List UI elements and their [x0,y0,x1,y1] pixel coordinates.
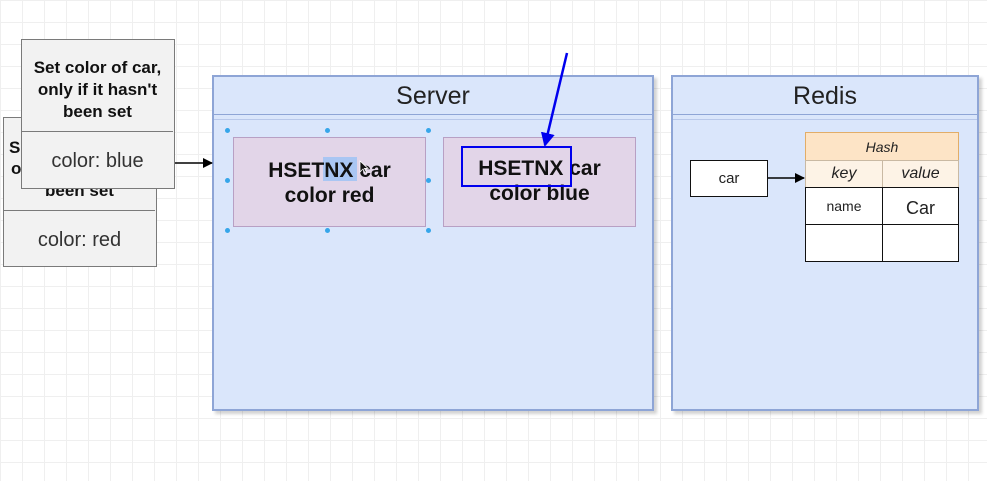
selection-handle-middle-right[interactable] [426,178,431,183]
hash-column-key-label: key [831,165,857,182]
server-title: Server [396,82,470,110]
front-note-title: Set color of car, only if it hasn't been… [33,58,162,121]
selection-handle-bottom-center[interactable] [325,228,330,233]
selection-handle-top-left[interactable] [225,128,230,133]
back-note-title-fragment-s: S [9,138,21,157]
command-hsetnx-red[interactable]: HSETNX car color red [233,137,426,227]
redis-panel-header: Redis [673,77,977,115]
hash-column-value: value [882,160,959,188]
text-selection-highlight [323,157,357,181]
redis-title: Redis [793,82,857,110]
command-hsetnx-blue-line2: color blue [489,182,590,205]
redis-key-label: car [718,170,740,187]
mouse-cursor-icon [359,160,369,174]
selection-handle-top-center[interactable] [325,128,330,133]
front-note-value: color: blue [51,150,144,172]
hash-row-2-key[interactable] [805,224,883,262]
hash-column-value-label: value [901,165,940,182]
redis-key-box[interactable]: car [690,160,768,197]
redis-inner-divider [673,119,977,120]
command-hsetnx-blue[interactable]: HSETNX car color blue [443,137,636,227]
hash-column-key: key [805,160,883,188]
command-hsetnx-red-line2: color red [284,184,375,207]
selection-handle-top-right[interactable] [426,128,431,133]
hsetnx-highlight-box [461,146,572,187]
hash-row-1-key[interactable]: name [805,187,883,225]
hash-row-2-value[interactable] [882,224,959,262]
server-panel[interactable]: Server HSETNX car color red HSETNX car c… [212,75,654,411]
hash-header-label: Hash [865,139,899,155]
front-note-divider [22,131,173,132]
annotation-pointer-arrow [540,52,569,147]
front-note-card[interactable]: Set color of car, only if it hasn't been… [21,39,175,189]
selection-handle-middle-left[interactable] [225,178,230,183]
hash-row-1-key-text: name [826,198,862,214]
back-note-title-fragment-o: o [11,159,22,178]
back-note-divider [4,210,155,211]
selection-handle-bottom-left[interactable] [225,228,230,233]
server-panel-header: Server [214,77,652,115]
hash-row-1-value-text: Car [905,198,935,218]
selection-handle-bottom-right[interactable] [426,228,431,233]
back-note-value: color: red [37,229,122,251]
server-inner-divider [214,119,652,120]
